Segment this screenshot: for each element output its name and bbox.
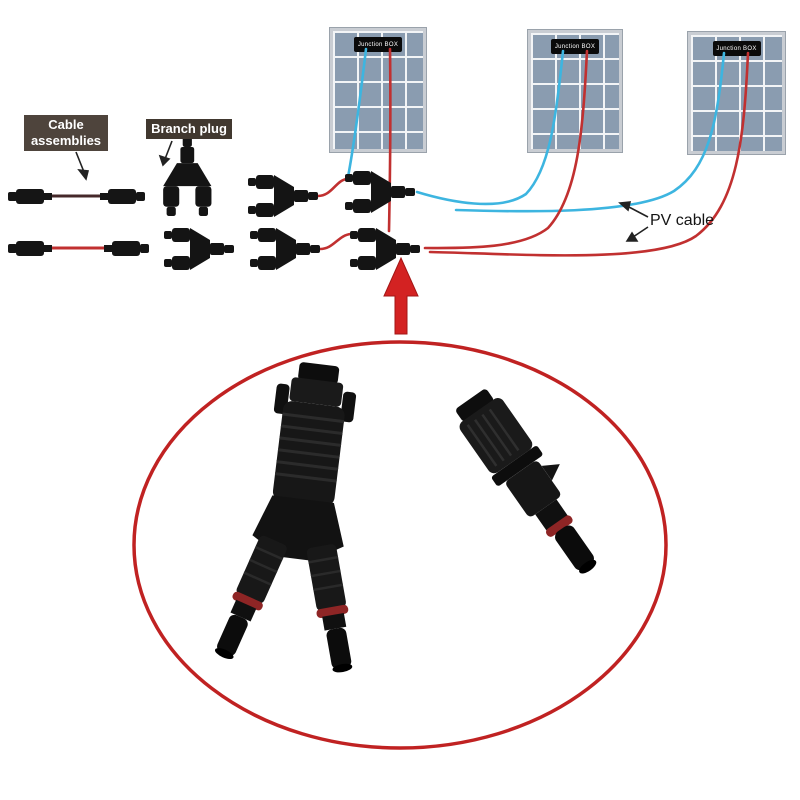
red-oring — [232, 591, 263, 611]
cable-assemblies-arrow — [75, 151, 85, 173]
junction-box-label: Junction BOX — [357, 41, 399, 48]
branch-plug-arrow — [164, 140, 173, 160]
cable-blue-panel3 — [454, 51, 726, 213]
branch-plug-icon-2 — [248, 175, 318, 217]
branch-plug-icon-6 — [350, 228, 420, 270]
t-branch-connector-photo-left — [214, 362, 357, 673]
cable-blue-panel1 — [346, 47, 368, 179]
junction-box-label: Junction BOX — [716, 45, 757, 52]
highlight-ellipse — [132, 340, 668, 750]
cable-assembly-icon-2 — [8, 241, 149, 256]
cable-red-branch-link-1 — [316, 177, 349, 198]
cable-red-panel3 — [428, 51, 750, 257]
mc4-connector-photo-right — [456, 389, 597, 574]
red-oring — [546, 515, 573, 537]
pv-cable-label: PV cable — [650, 212, 715, 229]
cable-assemblies-label: Cable assemblies — [24, 115, 108, 151]
cable-red-branch-link-2 — [318, 232, 353, 251]
branch-plug-icon-4 — [164, 228, 234, 270]
branch-port-right — [306, 544, 353, 673]
branch-plug-icon-1 — [163, 135, 212, 216]
junction-box-label: Junction BOX — [554, 43, 596, 50]
branch-port-left — [214, 535, 287, 660]
red-pv-cables — [316, 47, 750, 257]
cable-blue-panel2 — [415, 49, 565, 206]
pv-cable-arrow-1 — [626, 205, 649, 218]
branch-plug-icon-5 — [250, 228, 320, 270]
red-oring — [316, 604, 349, 619]
red-up-arrow — [383, 256, 419, 335]
solar-panel-3: Junction BOX — [688, 32, 785, 154]
cable-red-panel1 — [387, 47, 392, 233]
solar-panel-1: Junction BOX — [330, 28, 426, 152]
cable-assembly-icon-1 — [8, 189, 145, 204]
branch-plug-icon-3 — [345, 171, 415, 213]
pv-cable-arrow-2 — [632, 226, 649, 238]
solar-panel-2: Junction BOX — [528, 30, 622, 152]
cable-red-panel2 — [423, 49, 589, 250]
blue-pv-cables — [346, 47, 726, 213]
branch-plug-label: Branch plug — [146, 119, 232, 139]
label-pointer-arrows — [75, 140, 649, 242]
